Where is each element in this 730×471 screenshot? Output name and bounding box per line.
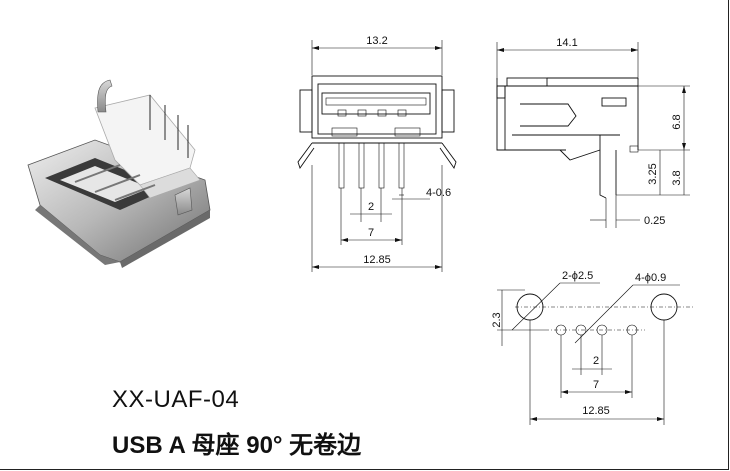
dim-footprint-pitch: 2	[593, 355, 599, 367]
dim-footprint-width: 12.85	[582, 405, 610, 417]
side-view: 14.1 0.25 6.8 3.25 3.8	[496, 37, 690, 228]
dim-footprint-span: 7	[593, 379, 599, 391]
dim-holes-small: 4-ϕ0.9	[635, 272, 666, 284]
dim-pin-pitch: 2	[368, 201, 374, 213]
dim-leg-span: 12.85	[363, 254, 391, 266]
dim-front-width: 13.2	[366, 35, 387, 47]
product-description: USB A 母座 90° 无卷边	[112, 432, 362, 459]
dim-holes-large: 2-ϕ2.5	[562, 270, 593, 282]
pcb-footprint: 2-ϕ2.5 4-ϕ0.9 2.3 2 7 12.85	[491, 270, 695, 425]
dim-lead-total: 3.8	[671, 170, 683, 185]
dim-pin-size: 4-0.6	[426, 187, 451, 199]
dim-side-height: 6.8	[671, 114, 683, 129]
model-title: XX-UAF-04	[112, 386, 240, 413]
dim-lead-thickness: 0.25	[644, 215, 665, 227]
front-view: 13.2 2 4-0.6	[297, 35, 457, 272]
dim-side-length: 14.1	[556, 37, 577, 49]
dim-pin-span: 7	[368, 227, 374, 239]
dim-footprint-offset: 2.3	[491, 312, 503, 327]
product-photo	[27, 79, 211, 268]
dim-lead-length: 3.25	[647, 163, 659, 184]
